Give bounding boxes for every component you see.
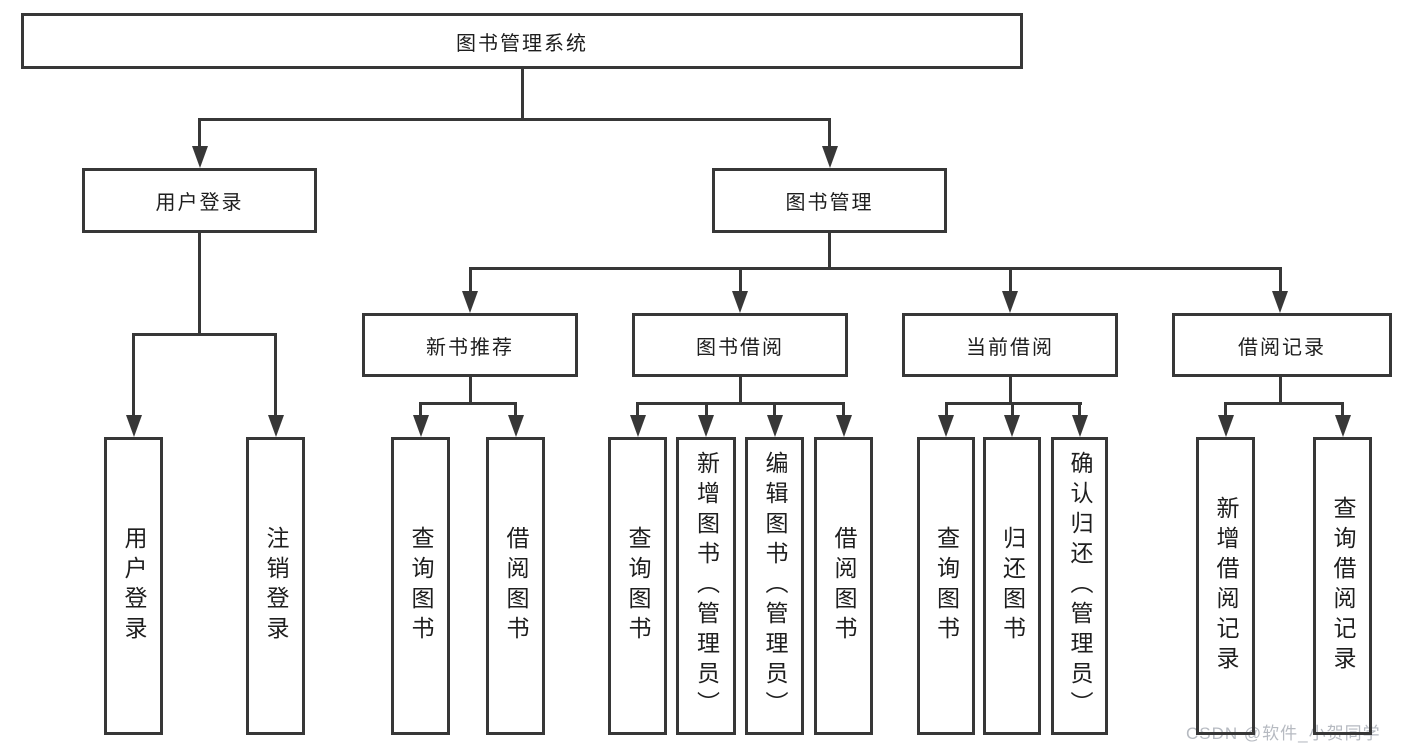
node-user-login: 用户登录 [82,168,317,233]
leaf-return-book-label: 归还图书 [999,526,1026,646]
connector-record-bar [1224,402,1344,405]
leaf-borrow-books-borrowing-label: 借阅图书 [831,526,857,646]
arrowhead-user-leaf2 [267,415,284,437]
leaf-query-books-borrowing: 查询图书 [608,437,667,735]
connector-l3-current-drop [1008,267,1012,293]
leaf-logout: 注销登录 [246,437,305,735]
connector-book-bar [468,267,1282,270]
arrowhead-l3-record [1272,291,1288,313]
arrowhead-borrow-leaf3 [766,415,783,437]
leaf-borrow-books-recommend: 借阅图书 [486,437,545,735]
arrowhead-borrow-leaf4 [835,415,852,437]
leaf-borrow-books-borrowing: 借阅图书 [814,437,873,735]
node-borrow-records-label: 借阅记录 [1238,336,1326,359]
connector-borrow-leaf2-drop [704,402,708,417]
connector-record-stem [1278,377,1282,404]
connector-borrow-bar [636,402,845,405]
arrowhead-current-leaf2 [1004,415,1020,437]
connector-root-stem [521,69,524,121]
connector-borrow-leaf3-drop [773,402,776,417]
connector-current-leaf3-drop [1078,402,1081,417]
arrowhead-l3-new [462,291,478,313]
leaf-add-borrow-record: 新增借阅记录 [1196,437,1255,735]
node-library-system: 图书管理系统 [21,13,1023,69]
arrowhead-user-leaf1 [125,415,142,437]
connector-book-stem [828,233,831,270]
node-user-login-label: 用户登录 [155,192,244,214]
leaf-query-books-recommend: 查询图书 [391,437,450,735]
leaf-return-book: 归还图书 [983,437,1041,735]
connector-book-drop [828,118,831,148]
arrowhead-record-leaf2 [1334,415,1351,437]
arrowhead-current-leaf1 [938,415,954,437]
node-new-book-recommend: 新书推荐 [362,313,578,377]
leaf-confirm-return-admin-label: 确认归还（管理员） [1067,451,1093,721]
leaf-edit-book-admin-label: 编辑图书（管理员） [762,451,788,721]
node-current-borrowing: 当前借阅 [902,313,1118,377]
connector-l3-new-drop [468,267,472,293]
connector-root-bar [198,118,831,121]
leaf-query-books-borrowing-label: 查询图书 [625,526,651,646]
connector-user-stem [198,233,201,336]
arrowhead-book [821,146,838,168]
leaf-user-login-label: 用户登录 [121,526,147,646]
arrowhead-current-leaf3 [1071,415,1088,437]
arrowhead-record-leaf1 [1217,415,1234,437]
connector-new-leaf1-drop [419,402,422,417]
leaf-query-borrow-record: 查询借阅记录 [1313,437,1372,735]
connector-new-leaf2-drop [514,402,517,417]
connector-user-drop [198,118,201,148]
connector-record-leaf2-drop [1341,402,1344,417]
node-new-book-recommend-label: 新书推荐 [426,336,514,359]
connector-record-leaf1-drop [1224,402,1227,417]
watermark-csdn: CSDN @软件_小贺同学 [1186,724,1381,743]
leaf-add-borrow-record-label: 新增借阅记录 [1213,496,1239,676]
leaf-borrow-books-recommend-label: 借阅图书 [503,526,529,646]
connector-user-bar [132,333,277,336]
connector-new-bar [419,402,517,405]
connector-borrow-leaf4-drop [842,402,845,417]
node-book-management-label: 图书管理 [785,192,874,214]
connector-l3-record-drop [1278,267,1282,293]
arrowhead-l3-current [1002,291,1018,313]
leaf-edit-book-admin: 编辑图书（管理员） [745,437,804,735]
connector-current-leaf2-drop [1010,402,1014,417]
node-library-system-label: 图书管理系统 [456,32,588,55]
connector-current-leaf1-drop [944,402,948,417]
node-book-management: 图书管理 [712,168,947,233]
arrowhead-borrow-leaf2 [698,415,714,437]
arrowhead-l3-borrow [732,291,748,313]
leaf-query-borrow-record-label: 查询借阅记录 [1330,496,1356,676]
arrowhead-new-leaf1 [412,415,429,437]
leaf-add-book-admin-label: 新增图书（管理员） [693,451,720,721]
connector-user-leaf1-drop [132,333,135,415]
node-current-borrowing-label: 当前借阅 [966,336,1054,359]
connector-l3-borrow-drop [738,267,742,293]
connector-new-stem [468,377,472,404]
connector-current-stem [1008,377,1012,404]
node-borrow-records: 借阅记录 [1172,313,1392,377]
leaf-logout-label: 注销登录 [263,526,289,646]
leaf-add-book-admin: 新增图书（管理员） [676,437,736,735]
connector-borrow-leaf1-drop [636,402,639,417]
leaf-query-books-current: 查询图书 [917,437,975,735]
connector-user-leaf2-drop [274,333,277,415]
arrowhead-user [191,146,208,168]
leaf-user-login: 用户登录 [104,437,163,735]
leaf-confirm-return-admin: 确认归还（管理员） [1051,437,1108,735]
node-book-borrowing-label: 图书借阅 [696,336,784,359]
arrowhead-borrow-leaf1 [629,415,646,437]
leaf-query-books-recommend-label: 查询图书 [408,526,434,646]
connector-borrow-stem [738,377,742,404]
leaf-query-books-current-label: 查询图书 [933,526,960,646]
node-book-borrowing: 图书借阅 [632,313,848,377]
arrowhead-new-leaf2 [507,415,524,437]
